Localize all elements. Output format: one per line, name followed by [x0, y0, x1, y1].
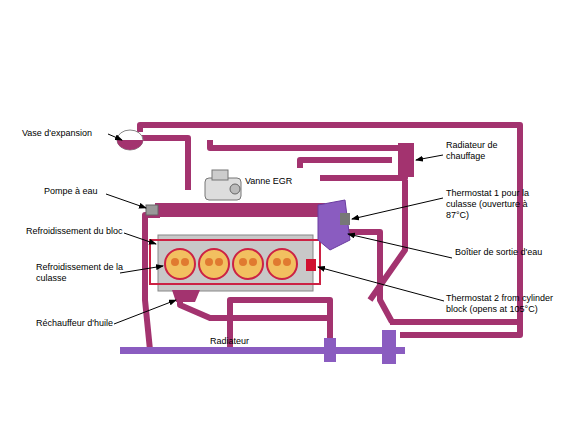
- part-label: Pompe à eau: [44, 186, 114, 197]
- part-label: Réchauffeur d'huile: [36, 318, 126, 329]
- part-label: Boîtier de sortie d'eau: [455, 247, 545, 258]
- part-label: Refroidissement de la culasse: [36, 262, 126, 284]
- part-label: Refroidissement du bloc: [26, 226, 136, 237]
- part-label: Vanne EGR: [245, 176, 315, 187]
- part-label: Thermostat 2 from cylinder block (opens …: [446, 293, 558, 315]
- part-label: Vase d'expansion: [22, 128, 112, 139]
- part-label: Radiateur de chauffage: [446, 140, 516, 162]
- egr-valve: [205, 170, 241, 200]
- part-label: Thermostat 1 pour la culasse (ouverture …: [446, 188, 546, 221]
- part-label: Radiateur: [210, 336, 280, 347]
